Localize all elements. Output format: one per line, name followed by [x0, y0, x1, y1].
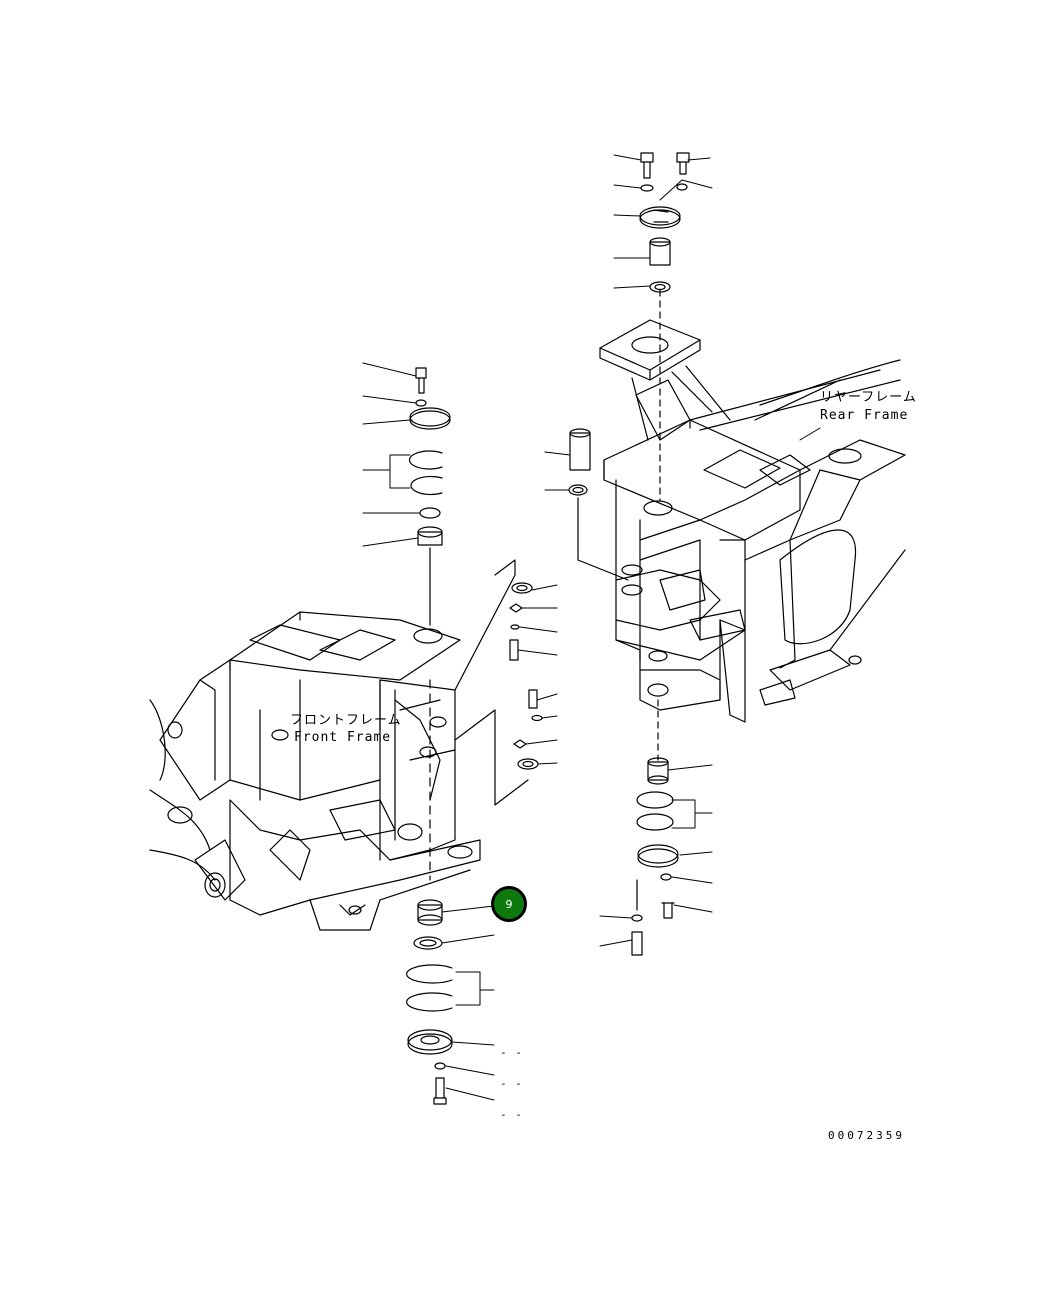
front-frame-label-en: Front Frame: [294, 730, 392, 745]
rear-lower-pin-stack: [631, 699, 679, 956]
rear-side-bushings: [568, 428, 629, 581]
front-side-parts: [454, 559, 543, 806]
placeholder-label: - -: [500, 1046, 523, 1059]
front-frame-assembly: [149, 611, 481, 931]
front-upper-pin-stack: [408, 367, 451, 626]
rear-frame-label-jp: リヤーフレーム: [820, 390, 917, 405]
rear-upper-pin-stack: [639, 152, 690, 501]
front-frame-label-jp: フロントフレーム: [290, 713, 402, 728]
leader-lines: [362, 154, 821, 1101]
placeholder-label: - -: [500, 1108, 523, 1121]
callout-9-button[interactable]: 9: [491, 886, 527, 922]
rear-frame-label-en: Rear Frame: [820, 408, 909, 423]
placeholder-label: - -: [500, 1077, 523, 1090]
rear-frame-assembly: [599, 319, 906, 723]
drawing-number: 00072359: [828, 1129, 905, 1142]
front-lower-pin-stack: [406, 679, 453, 1105]
